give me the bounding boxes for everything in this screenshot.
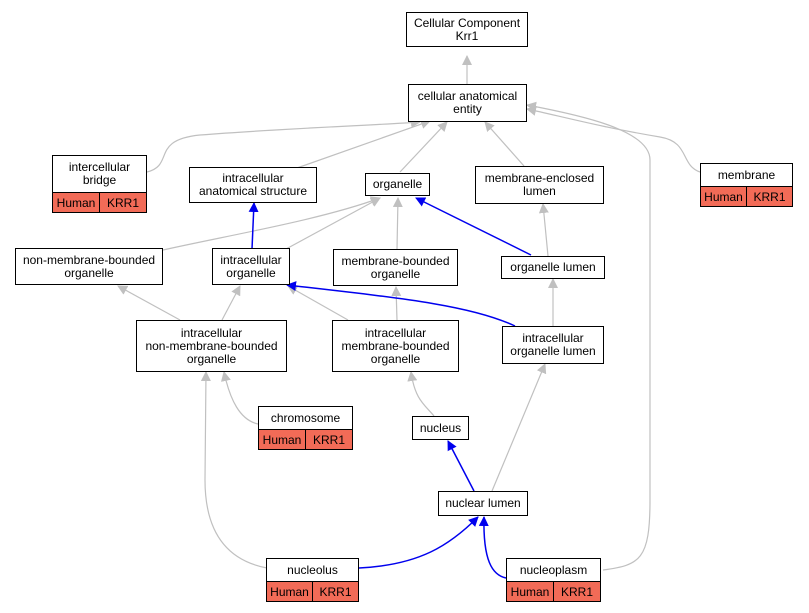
- node-nuclear-lumen[interactable]: nuclear lumen: [438, 491, 528, 516]
- gene-cell: KRR1: [305, 430, 352, 449]
- node-membrane[interactable]: membrane Human KRR1: [700, 163, 793, 207]
- edge-imbo-mbo: [391, 286, 402, 321]
- node-intracellular-non-membrane-bounded-organelle[interactable]: intracellular non-membrane-bounded organ…: [136, 320, 287, 372]
- edge-nl-iol: [491, 363, 547, 492]
- node-nucleus[interactable]: nucleus: [412, 416, 469, 440]
- node-intercellular-bridge[interactable]: intercellular bridge Human KRR1: [52, 155, 147, 213]
- annotation-row: Human KRR1: [700, 186, 793, 207]
- annotation-row: Human KRR1: [506, 581, 601, 602]
- edge-chr-inmbo: [220, 371, 259, 425]
- node-membrane-bounded-organelle[interactable]: membrane-bounded organelle: [333, 249, 458, 286]
- node-nucleolus[interactable]: nucleolus Human KRR1: [266, 558, 359, 603]
- edge-npl-cae: [526, 101, 651, 571]
- node-label: nucleoplasm: [506, 558, 601, 581]
- node-intracellular-anatomical-structure[interactable]: intracellular anatomical structure: [189, 167, 317, 203]
- edge-io-ias-partof: [248, 202, 259, 250]
- edge-mem-cae: [526, 105, 701, 173]
- edge-nlo-inmbo: [200, 371, 268, 569]
- node-label: membrane: [700, 163, 793, 186]
- species-cell: Human: [259, 430, 305, 449]
- edge-org-cae: [399, 121, 448, 173]
- edge-iol-io-partof: [286, 281, 516, 327]
- species-cell: Human: [267, 582, 312, 601]
- node-cellular-anatomical-entity[interactable]: cellular anatomical entity: [408, 84, 527, 122]
- node-intracellular-organelle[interactable]: intracellular organelle: [212, 248, 290, 285]
- edge-nl-nuc-partof: [447, 440, 475, 492]
- edge-ias-cae: [296, 119, 431, 169]
- node-nucleoplasm[interactable]: nucleoplasm Human KRR1: [506, 558, 601, 603]
- edge-mbo-org: [392, 197, 403, 250]
- node-non-membrane-bounded-organelle[interactable]: non-membrane-bounded organelle: [15, 248, 163, 285]
- species-cell: Human: [507, 582, 553, 601]
- gene-cell: KRR1: [746, 187, 792, 206]
- edge-nuc-imbo: [407, 371, 435, 417]
- node-label: nucleolus: [266, 558, 359, 581]
- gene-cell: KRR1: [553, 582, 600, 601]
- edge-inmbo-nmbo: [117, 285, 181, 321]
- edge-icb-cae: [146, 117, 421, 173]
- edge-nlo-nl-partof: [358, 516, 479, 569]
- gene-cell: KRR1: [99, 193, 146, 212]
- annotation-row: Human KRR1: [266, 581, 359, 602]
- edge-ol-org-partof: [415, 197, 532, 256]
- edge-npl-nl-partof: [478, 516, 507, 579]
- edge-imbo-io: [287, 285, 349, 321]
- edge-ol-mel: [538, 203, 549, 257]
- edge-nmbo-org: [162, 196, 381, 251]
- node-label: chromosome: [258, 406, 353, 429]
- node-intracellular-organelle-lumen[interactable]: intracellular organelle lumen: [502, 326, 604, 364]
- edge-inmbo-io: [221, 285, 241, 321]
- node-organelle-lumen[interactable]: organelle lumen: [501, 256, 605, 279]
- annotation-row: Human KRR1: [52, 192, 147, 213]
- edge-mel-cae: [484, 121, 525, 167]
- node-membrane-enclosed-lumen[interactable]: membrane-enclosed lumen: [475, 166, 604, 204]
- node-intracellular-membrane-bounded-organelle[interactable]: intracellular membrane-bounded organelle: [332, 320, 459, 372]
- node-root[interactable]: Cellular Component Krr1: [406, 12, 528, 47]
- gene-cell: KRR1: [312, 582, 358, 601]
- edge-io-org: [274, 197, 381, 256]
- node-label: intercellular bridge: [52, 155, 147, 192]
- species-cell: Human: [701, 187, 746, 206]
- node-chromosome[interactable]: chromosome Human KRR1: [258, 406, 353, 451]
- node-organelle[interactable]: organelle: [365, 173, 430, 196]
- annotation-row: Human KRR1: [258, 429, 353, 450]
- species-cell: Human: [53, 193, 99, 212]
